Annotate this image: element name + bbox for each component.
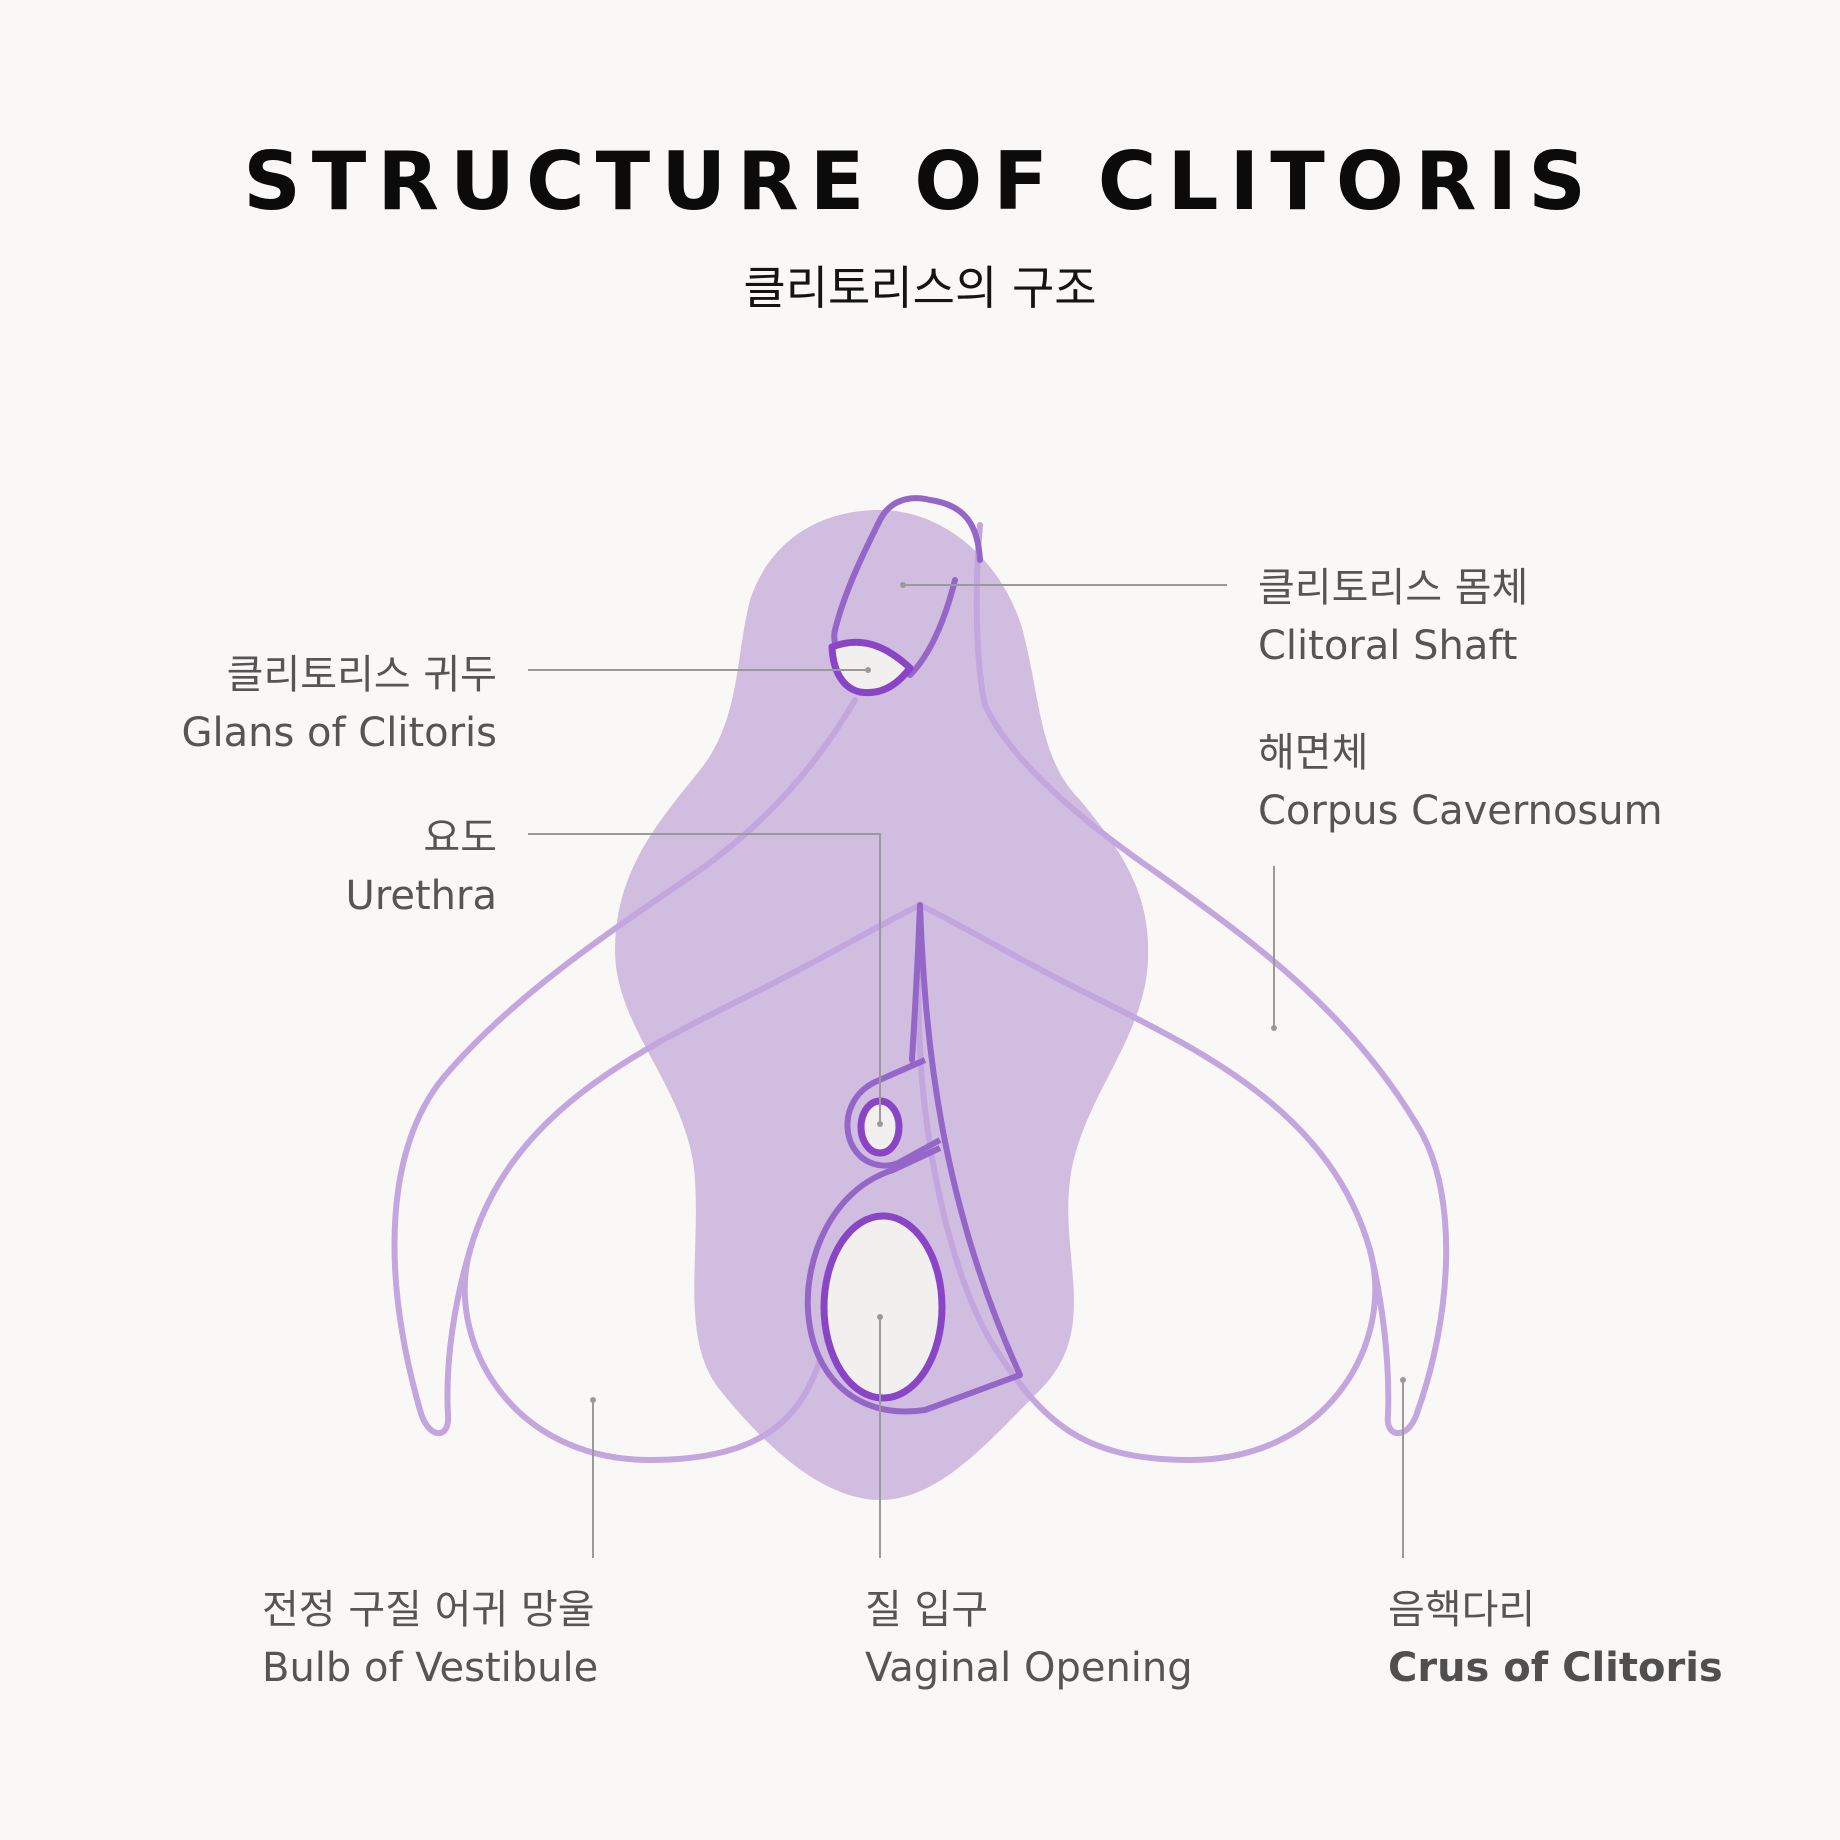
label-urethra-en: Urethra [345,873,497,919]
label-crus-en: Crus of Clitoris [1388,1645,1723,1691]
dot-bulb [590,1397,596,1403]
glans-of-clitoris [828,638,914,697]
dot-corpus [1271,1025,1277,1031]
vestibule-left-edge [909,902,923,1063]
label-glans: 클리토리스 귀두 Glans of Clitoris [181,655,497,753]
label-shaft-en: Clitoral Shaft [1258,623,1518,669]
crus-right-outline [973,522,1450,1437]
label-corpus-en: Corpus Cavernosum [1258,788,1663,834]
label-bulb: 전정 구질 어귀 망울 Bulb of Vestibule [262,1590,598,1688]
vestibule-midline [917,902,1023,1378]
label-shaft: 클리토리스 몸체 Clitoral Shaft [1258,568,1528,666]
vaginal-collar [804,1145,1022,1415]
label-shaft-ko: 클리토리스 몸체 [1258,565,1529,611]
label-vaginal-en: Vaginal Opening [865,1645,1193,1691]
page-title: STRUCTURE OF CLITORIS [243,135,1597,228]
page-subtitle: 클리토리스의 구조 [743,261,1097,315]
label-glans-ko: 클리토리스 귀두 [226,652,497,698]
label-glans-en: Glans of Clitoris [181,710,497,756]
label-bulb-ko: 전정 구질 어귀 망울 [262,1587,595,1633]
label-urethra-ko: 요도 [423,815,497,861]
leader-urethra [528,833,881,1124]
label-crus: 음핵다리 Crus of Clitoris [1388,1590,1723,1688]
vaginal-opening [820,1212,946,1402]
label-bulb-en: Bulb of Vestibule [262,1645,599,1691]
shaft-inner-line [907,577,958,678]
leader-dots [590,582,1406,1403]
label-vaginal-ko: 질 입구 [865,1587,989,1633]
label-crus-ko: 음핵다리 [1388,1587,1536,1633]
dot-shaft [900,582,906,588]
label-corpus: 해면체 Corpus Cavernosum [1258,733,1663,831]
leader-lines [528,584,1404,1558]
dot-vaginal [877,1314,883,1320]
label-vaginal: 질 입구 Vaginal Opening [865,1590,1193,1688]
label-corpus-ko: 해면체 [1258,730,1369,776]
label-urethra: 요도 Urethra [346,818,497,916]
dot-glans [865,667,871,673]
vulva-silhouette [615,510,1149,1500]
urethra-collar [844,1057,942,1169]
dot-crus [1400,1377,1406,1383]
crus-left-outline [391,697,858,1437]
dot-urethra [877,1121,883,1127]
